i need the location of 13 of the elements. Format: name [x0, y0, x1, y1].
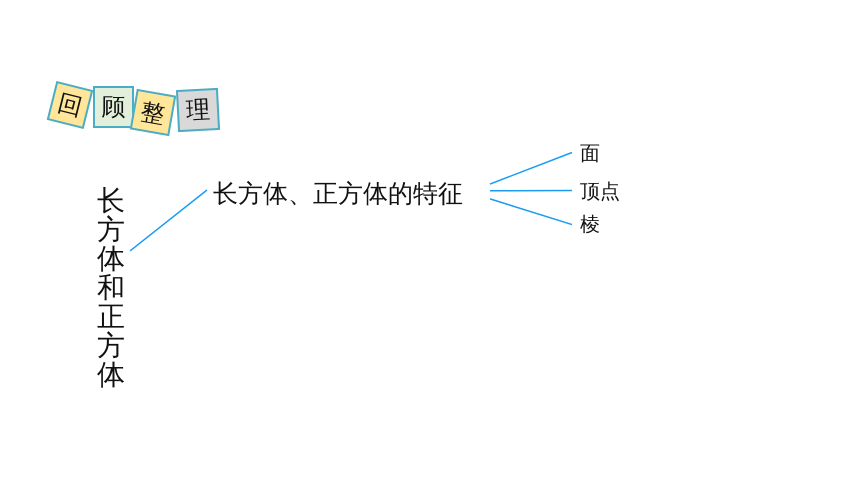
- letter-tile: 回: [46, 81, 94, 129]
- branch-line: [130, 189, 208, 252]
- branch-line: [490, 152, 572, 185]
- branch-line: [490, 198, 572, 226]
- topic-label: 长方体和正方体: [96, 186, 126, 389]
- letter-tile: 理: [176, 88, 220, 132]
- letter-tile: 整: [130, 88, 176, 136]
- leaf-label: 面: [580, 142, 601, 163]
- letter-tile: 顾: [93, 86, 134, 128]
- branch-label: 长方体、正方体的特征: [213, 180, 465, 207]
- leaf-label: 棱: [580, 213, 601, 234]
- branch-line: [490, 190, 572, 192]
- leaf-label: 顶点: [580, 180, 622, 201]
